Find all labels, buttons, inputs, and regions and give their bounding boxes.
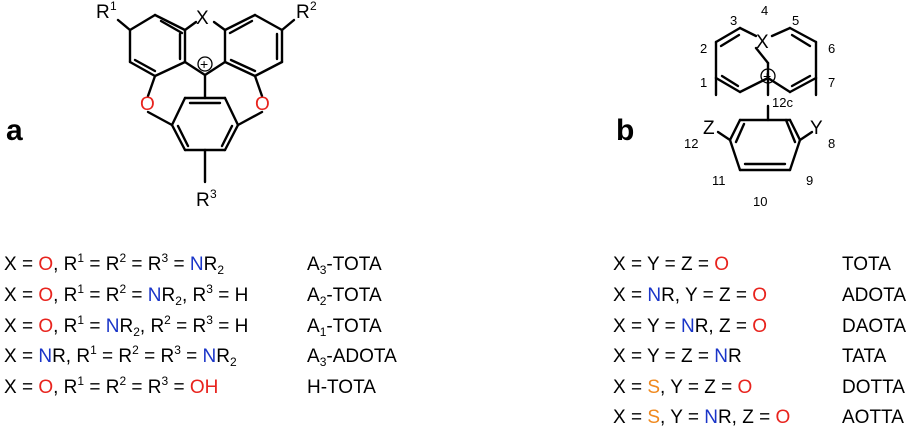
atom-y-b: Y	[810, 118, 823, 139]
atom-r3: R	[196, 190, 210, 211]
panel-b-row-4: X = Y = Z = NR	[613, 346, 742, 367]
panel-b-name-4: TATA	[842, 346, 887, 367]
atom-z-b: Z	[703, 118, 715, 139]
num-7: 7	[828, 75, 835, 90]
panel-a-row-3: X = O, R1 = NR2, R2 = R3 = H	[4, 313, 249, 339]
panel-a-row-1: X = O, R1 = R2 = R3 = NR2	[4, 251, 225, 277]
panel-b-rings	[714, 26, 818, 172]
atom-o-left: O	[140, 94, 155, 115]
atom-o-right: O	[255, 94, 270, 115]
right-ring	[223, 13, 284, 78]
panel-a-name-2: A2-TOTA	[307, 285, 382, 308]
num-6: 6	[828, 41, 835, 56]
panel-b-row-5: X = S, Y = Z = O	[613, 377, 753, 398]
panel-a-name-5: H-TOTA	[307, 377, 376, 398]
atom-r3-sup: 3	[210, 187, 217, 201]
panel-a-name-3: A1-TOTA	[307, 316, 382, 339]
charge-a: +	[200, 56, 208, 72]
bottom-ring	[170, 96, 240, 152]
num-12c: 12c	[772, 95, 793, 110]
num-8: 8	[828, 136, 835, 151]
panel-b-name-3: DAOTA	[842, 316, 907, 337]
panel-a-name-1: A3-TOTA	[307, 254, 382, 277]
panel-b-name-5: DOTTA	[842, 377, 905, 398]
panel-b-row-6: X = S, Y = NR, Z = O	[613, 407, 791, 428]
panel-a-label: a	[6, 114, 23, 147]
num-2: 2	[700, 41, 707, 56]
panel-b-row-3: X = Y = NR, Z = O	[613, 316, 768, 337]
panel-b-name-2: ADOTA	[842, 285, 907, 306]
atom-r2: R	[296, 2, 310, 23]
atom-x: X	[196, 8, 209, 29]
panel-b-label: b	[616, 114, 634, 147]
panel-a-name-4: A3-ADOTA	[307, 346, 397, 369]
charge-b: +	[763, 68, 771, 84]
atom-r2-sup: 2	[310, 0, 317, 13]
num-1: 1	[700, 75, 707, 90]
panel-b-row-1: X = Y = Z = O	[613, 254, 730, 275]
num-3: 3	[730, 13, 737, 28]
panel-a-row-2: X = O, R1 = R2 = NR2, R3 = H	[4, 282, 249, 308]
atom-x-b: X	[756, 32, 769, 53]
num-11: 11	[712, 173, 726, 188]
atom-r1-sup: 1	[110, 0, 117, 13]
panel-a-row-4: X = NR, R1 = R2 = R3 = NR2	[4, 343, 237, 369]
charge-circle-b	[760, 68, 776, 84]
num-12: 12	[684, 136, 698, 151]
num-10: 10	[753, 194, 767, 209]
num-5: 5	[792, 13, 799, 28]
num-4: 4	[761, 3, 768, 18]
panel-b-row-2: X = NR, Y = Z = O	[613, 285, 768, 306]
panel-b-name-6: AOTTA	[842, 407, 904, 428]
panel-b-name-1: TOTA	[842, 254, 891, 275]
panel-a-row-5: X = O, R1 = R2 = R3 = OH	[4, 374, 219, 398]
charge-circle-a	[197, 56, 213, 72]
left-ring	[128, 13, 187, 78]
num-9: 9	[806, 173, 813, 188]
atom-r1: R	[96, 2, 110, 23]
